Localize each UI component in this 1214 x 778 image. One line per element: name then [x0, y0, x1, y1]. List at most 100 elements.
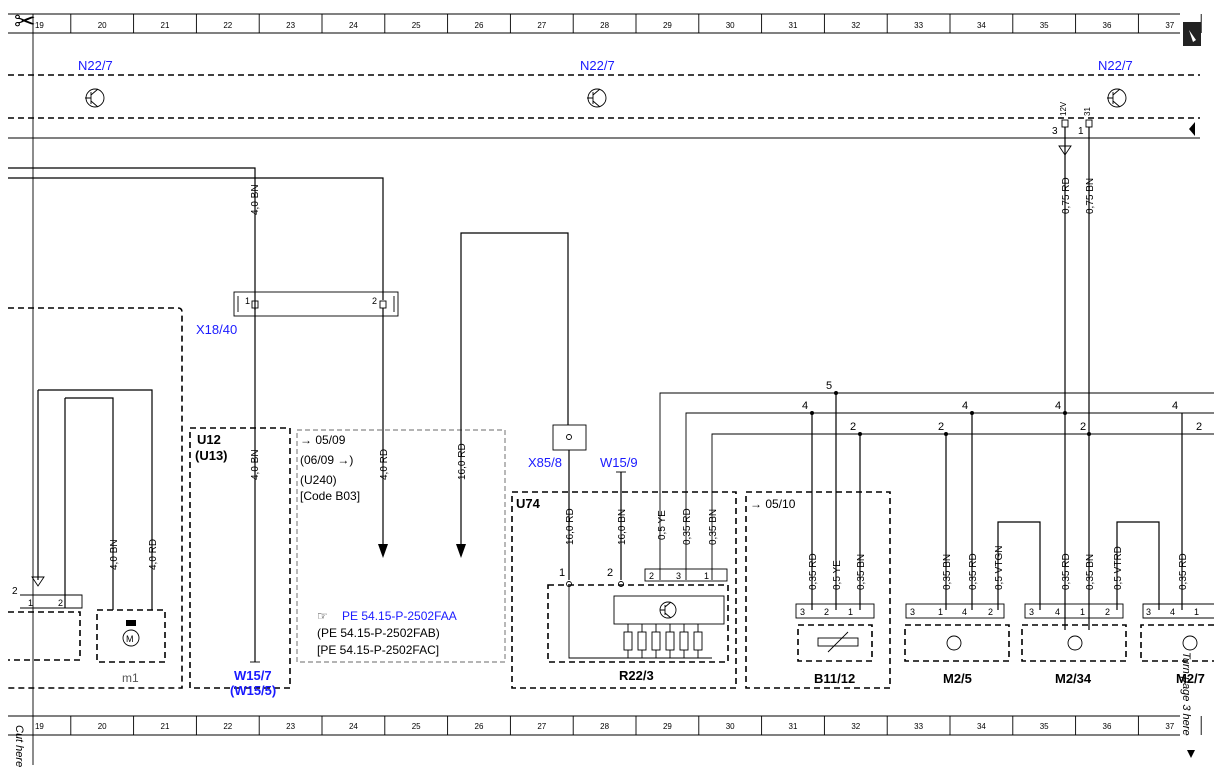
n22-label-3: N22/7: [1098, 58, 1133, 73]
transistor-icon: [85, 88, 105, 108]
grid-number: 28: [600, 21, 609, 30]
pin-label: 1: [848, 607, 853, 617]
transistor-icon: [1107, 88, 1127, 108]
grid-number: 27: [537, 722, 546, 731]
pin-label: 2: [988, 607, 993, 617]
motor-icon: [1067, 635, 1083, 651]
bus-number: 4: [1172, 400, 1178, 412]
m1-label: m1: [122, 671, 139, 685]
n22-bus: N22/7 N22/7 N22/7: [8, 58, 1200, 139]
page-marker-icon: [1183, 22, 1201, 46]
grid-number: 30: [726, 21, 735, 30]
grid-number: 36: [1103, 21, 1112, 30]
pin-label: 3: [1052, 126, 1058, 137]
left-wiring: 4,0 BN 4,0 BN 4,0 RD 2 1 2 M m1: [8, 167, 384, 689]
wire-label: 0,75 BN: [1085, 178, 1096, 214]
grid-number: 37: [1165, 21, 1174, 30]
pin-label: 3: [676, 571, 681, 581]
wire-label: 4,0 RD: [148, 539, 159, 570]
m234-label: M2/34: [1055, 671, 1092, 686]
w159-label: W15/9: [600, 455, 638, 470]
motor-symbol: M: [126, 634, 134, 644]
b1112-label: B11/12: [814, 671, 855, 686]
wire-label: 0,35 BN: [1085, 554, 1096, 590]
motor-icon: [946, 635, 962, 651]
u13-label: (U13): [195, 448, 228, 463]
pin-label: 1: [28, 598, 33, 608]
grid-number: 29: [663, 722, 672, 731]
pin-label: 1: [245, 296, 250, 306]
note-line-1: → 05/09: [300, 433, 346, 447]
grid-number: 25: [412, 722, 421, 731]
wire-label: 0,35 BN: [856, 554, 867, 590]
transistor-icon: [587, 88, 607, 108]
pin-label: 2: [824, 607, 829, 617]
grid-number: 20: [98, 722, 107, 731]
grid-number: 23: [286, 21, 295, 30]
pin-label: 4: [962, 607, 967, 617]
wire-label: 0,5 YE: [657, 510, 668, 540]
wire-label: 0,35 BN: [708, 509, 719, 545]
wire-label: 0,35 RD: [1178, 553, 1189, 590]
wire-label: 0,35 RD: [682, 508, 693, 545]
pointer-icon: ☞: [317, 609, 328, 623]
bus-number: 4: [802, 400, 808, 412]
grid-number: 21: [161, 21, 170, 30]
grid-number: 27: [537, 21, 546, 30]
bus-number: 2: [938, 421, 944, 433]
pin-label: 1: [1078, 126, 1084, 137]
grid-number: 19: [35, 21, 44, 30]
wire-label: 4,0 BN: [109, 539, 120, 570]
pin-label: 1: [1194, 607, 1199, 617]
hand-cursor-icon: [1189, 30, 1196, 42]
pin-label: 1: [704, 571, 709, 581]
n22-label-2: N22/7: [580, 58, 615, 73]
pin-label: 1: [1080, 607, 1085, 617]
note-line-4: [Code B03]: [300, 489, 360, 503]
bus-number: 2: [1080, 421, 1086, 433]
grid-number: 28: [600, 722, 609, 731]
wire-label: 0,35 BN: [942, 554, 953, 590]
grid-number: 26: [475, 722, 484, 731]
grid-number: 31: [789, 722, 798, 731]
w155-label: (W15/5): [230, 683, 276, 698]
b1112-note: → 05/10: [750, 497, 796, 511]
grid-number: 36: [1103, 722, 1112, 731]
m27-group: 0,35 RD 3 4 1 M2/7: [1140, 413, 1214, 686]
motor-icon: [1182, 635, 1198, 651]
u12-label: U12: [197, 432, 221, 447]
pin-label: 2: [12, 586, 18, 597]
x18-connector: 1 2 X18/40 4,0 BN 4,0 RD: [196, 291, 399, 663]
m234-group: 0,35 RD 0,35 BN 0,5 VTRD 3 4 1 2 M2/34: [1021, 521, 1160, 686]
bus-number: 4: [962, 400, 968, 412]
wire-label: 16,0 RD: [457, 443, 468, 480]
note-line-3: (U240): [300, 473, 337, 487]
m25-group: 0,35 BN 0,35 RD 0,5 VTGN 3 1 4 2 M2/5: [904, 413, 1041, 686]
x18-label: X18/40: [196, 322, 237, 337]
scissors-icon: ✂: [14, 6, 36, 36]
motor-icon: [122, 629, 140, 647]
pin-label: 4: [1055, 607, 1060, 617]
r223-label: R22/3: [619, 668, 654, 683]
wire-label: 0,35 RD: [1061, 553, 1072, 590]
pin-label: 3: [1146, 607, 1151, 617]
pe-ref-1: PE 54.15-P-2502FAA: [342, 609, 457, 623]
signal-bus: 5 4 4 4 4 2 2 2 2: [659, 380, 1214, 580]
grid-number: 26: [475, 21, 484, 30]
pin-label: 1: [938, 607, 943, 617]
variant-note-box: [296, 429, 506, 663]
grid-number: 22: [223, 722, 232, 731]
grid-number: 35: [1040, 722, 1049, 731]
m27-label: M2/7: [1176, 671, 1205, 686]
pin-label: 1: [559, 567, 565, 579]
b1112-group: → 05/10 0,35 RD 0,5 YE 0,35 BN 3 2 1 B11…: [745, 393, 891, 689]
m25-label: M2/5: [943, 671, 972, 686]
grid-number: 33: [914, 722, 923, 731]
grid-number: 34: [977, 21, 986, 30]
wire-label: 4,0 RD: [379, 449, 390, 480]
grid-number: 31: [789, 21, 798, 30]
wire-label: 0,35 RD: [968, 553, 979, 590]
